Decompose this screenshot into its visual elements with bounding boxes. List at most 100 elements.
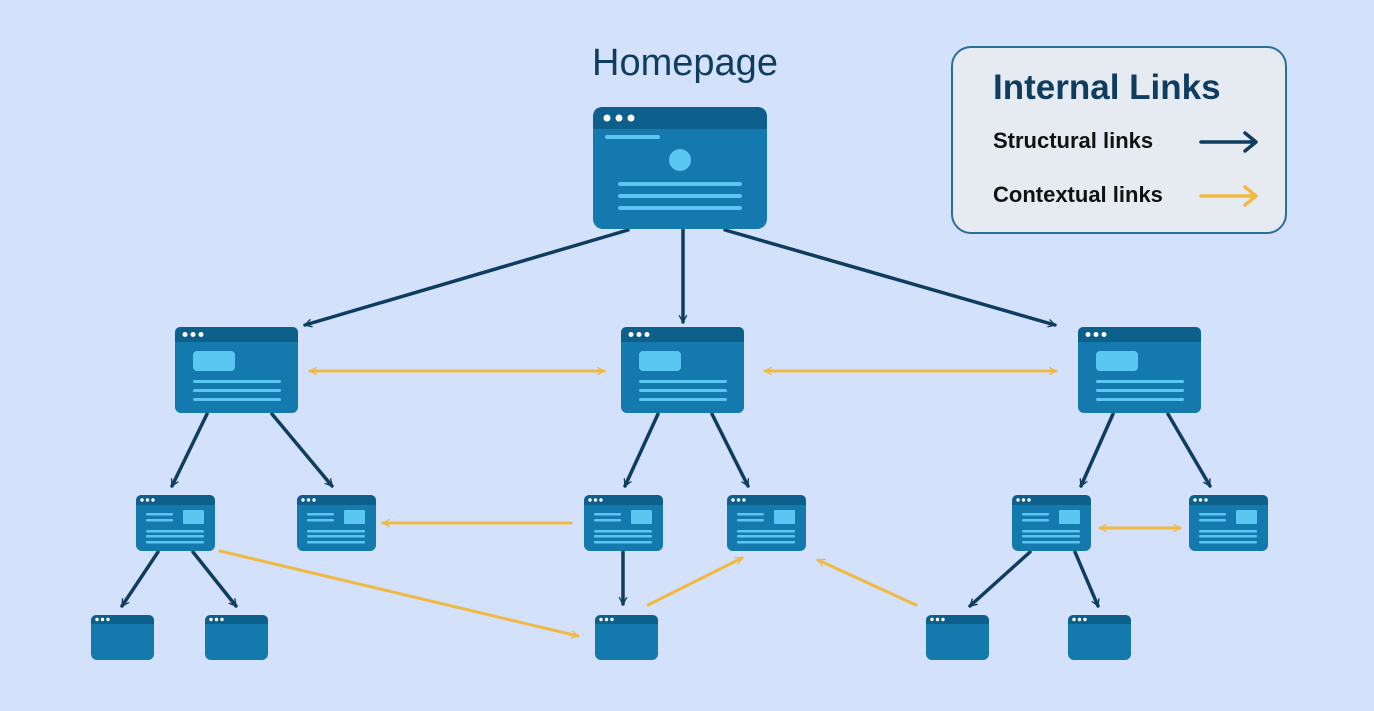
content-line	[193, 398, 281, 401]
page-node-home	[593, 107, 767, 229]
structural-link-c3-s5	[1079, 412, 1115, 488]
content-line	[1199, 535, 1257, 538]
content-line	[605, 135, 660, 139]
legend-structural-label: Structural links	[993, 128, 1154, 153]
content-line	[193, 389, 281, 392]
content-line	[618, 194, 742, 198]
window-dots-icon	[1072, 617, 1087, 622]
content-line	[146, 541, 204, 544]
page-window	[205, 615, 268, 660]
structural-link-c2-s4	[710, 412, 750, 488]
content-line	[639, 398, 727, 401]
window-header	[621, 327, 744, 342]
content-line	[737, 513, 764, 516]
legend-title: Internal Links	[993, 68, 1221, 107]
image-placeholder-icon	[639, 351, 681, 371]
window-header	[1078, 327, 1201, 342]
content-line	[737, 535, 795, 538]
image-placeholder-icon	[183, 510, 204, 524]
page-node-s6	[1189, 495, 1268, 551]
page-node-l4	[926, 615, 989, 660]
content-line	[737, 519, 764, 522]
page-node-s1	[136, 495, 215, 551]
page-node-l3	[595, 615, 658, 660]
structural-link-c1-s2	[270, 412, 334, 488]
content-line	[594, 519, 621, 522]
contextual-arrow-icon	[1199, 185, 1258, 207]
page-node-s4	[727, 495, 806, 551]
content-line	[146, 519, 173, 522]
window-dots-icon	[209, 617, 224, 622]
contextual-link-s1-l3	[218, 549, 580, 639]
content-line	[618, 182, 742, 186]
content-line	[1022, 530, 1080, 533]
content-line	[1096, 398, 1184, 401]
structural-link-c3-s6	[1166, 412, 1212, 488]
window-header	[1068, 615, 1131, 624]
page-node-l2	[205, 615, 268, 660]
structural-link-s5-l4	[968, 550, 1032, 608]
page-window	[91, 615, 154, 660]
content-line	[307, 519, 334, 522]
page-window	[926, 615, 989, 660]
window-header	[91, 615, 154, 624]
nodes-layer	[91, 107, 1268, 660]
window-dots-icon	[1085, 332, 1107, 337]
structural-link-s1-l1	[120, 550, 160, 608]
page-window	[1068, 615, 1131, 660]
content-line	[1199, 530, 1257, 533]
window-dots-icon	[301, 498, 316, 502]
content-line	[639, 389, 727, 392]
window-dots-icon	[588, 498, 603, 502]
image-placeholder-icon	[669, 149, 691, 171]
structural-link-s1-l2	[191, 550, 238, 608]
window-header	[175, 327, 298, 342]
content-line	[639, 380, 727, 383]
legend-contextual-label: Contextual links	[993, 182, 1163, 207]
window-header	[297, 495, 376, 505]
window-header	[926, 615, 989, 624]
window-header	[593, 107, 767, 129]
window-dots-icon	[95, 617, 110, 622]
structural-link-home-c1	[303, 228, 630, 328]
content-line	[1022, 535, 1080, 538]
page-node-s3	[584, 495, 663, 551]
legend-box: Internal Links Structural links Contextu…	[951, 46, 1287, 234]
content-line	[1022, 541, 1080, 544]
structural-link-s5-l5	[1073, 550, 1100, 608]
structural-link-home-c3	[723, 228, 1057, 328]
image-placeholder-icon	[1096, 351, 1138, 371]
contextual-link-l3-s4	[646, 556, 744, 607]
links-layer	[120, 228, 1212, 639]
content-line	[594, 530, 652, 533]
content-line	[737, 530, 795, 533]
contextual-link-l4-s4	[816, 558, 918, 607]
window-header	[595, 615, 658, 624]
content-line	[618, 206, 742, 210]
page-node-c2	[621, 327, 744, 413]
window-dots-icon	[603, 114, 635, 122]
window-dots-icon	[628, 332, 650, 337]
page-node-s5	[1012, 495, 1091, 551]
window-dots-icon	[930, 617, 945, 622]
content-line	[307, 530, 365, 533]
structural-link-c2-s3	[623, 412, 660, 488]
content-line	[307, 513, 334, 516]
window-header	[584, 495, 663, 505]
content-line	[146, 530, 204, 533]
window-dots-icon	[182, 332, 204, 337]
image-placeholder-icon	[344, 510, 365, 524]
page-node-l5	[1068, 615, 1131, 660]
window-header	[136, 495, 215, 505]
content-line	[1022, 519, 1049, 522]
content-line	[1096, 389, 1184, 392]
content-line	[1096, 380, 1184, 383]
content-line	[1199, 513, 1226, 516]
structural-link-c1-s1	[170, 412, 209, 488]
content-line	[1022, 513, 1049, 516]
window-header	[1189, 495, 1268, 505]
window-dots-icon	[140, 498, 155, 502]
content-line	[594, 513, 621, 516]
window-header	[205, 615, 268, 624]
